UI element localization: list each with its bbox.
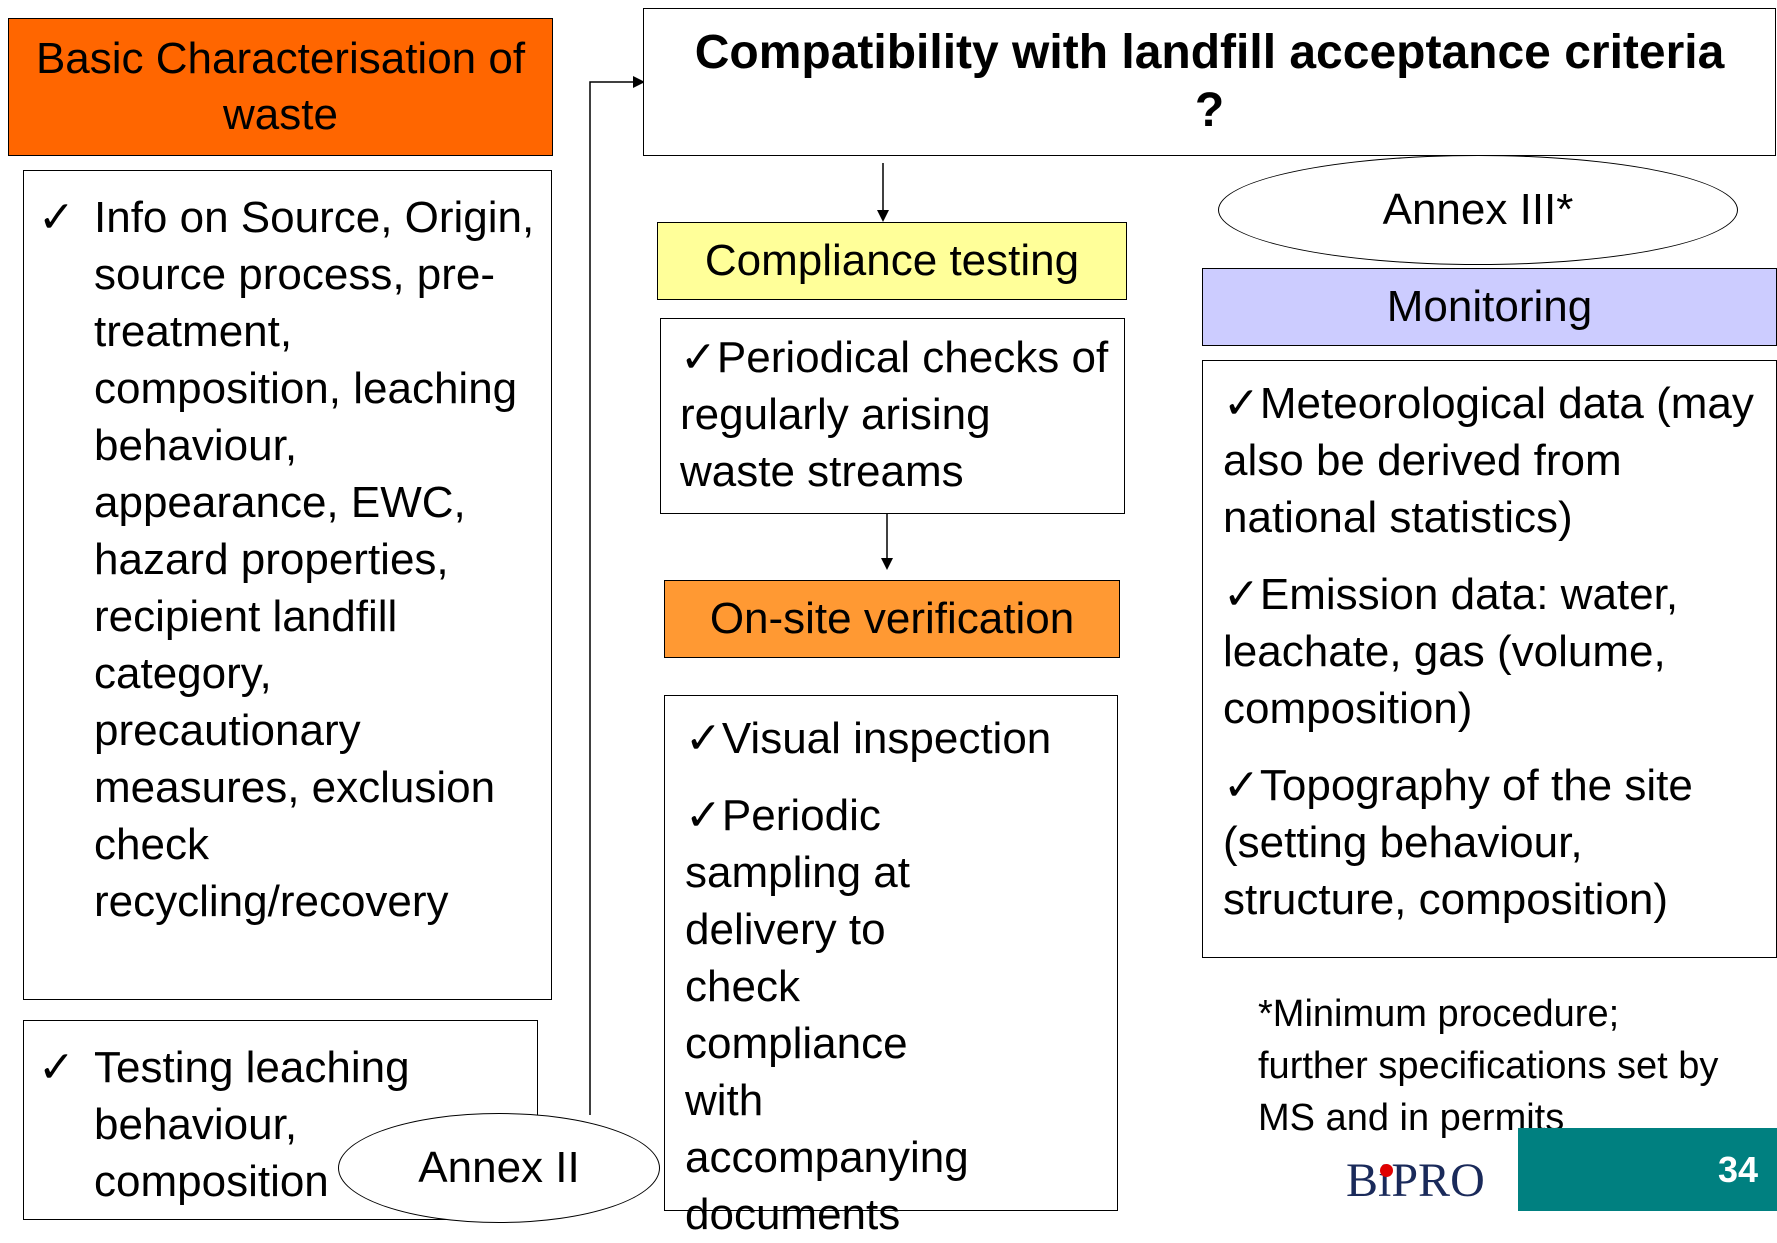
monitoring-box: Monitoring (1202, 268, 1777, 346)
basic-characterisation-title: Basic Characterisation of waste (35, 34, 526, 139)
check-icon: ✓ (685, 791, 722, 840)
annex2-to-compat-arrow (589, 76, 645, 1115)
onsite-item: ✓Periodic sampling at delivery to check … (685, 791, 969, 1239)
logo-dot-icon (1380, 1164, 1393, 1177)
onsite-list-box: ✓Visual inspection ✓Periodic sampling at… (664, 695, 1118, 1239)
compliance-testing-box: Compliance testing (657, 222, 1127, 300)
check-icon: ✓ (1223, 570, 1260, 619)
footnote: *Minimum procedure; further specificatio… (1258, 993, 1719, 1139)
check-icon: ✓ (38, 193, 75, 242)
basic-info-box: ✓ Info on Source, Origin, source process… (23, 170, 552, 1000)
monitoring-title: Monitoring (1386, 282, 1593, 331)
annex-ii-label: Annex II (418, 1143, 580, 1192)
check-icon: ✓ (680, 333, 717, 382)
bipro-logo: BiPRO (1346, 1154, 1485, 1207)
basic-characterisation-box: Basic Characterisation of waste (8, 18, 553, 156)
monitoring-item: ✓Emission data: water, leachate, gas (vo… (1223, 570, 1679, 733)
annex-ii-ellipse: Annex II (338, 1113, 660, 1223)
check-icon: ✓ (1223, 761, 1260, 810)
monitoring-item: ✓Topography of the site (setting behavio… (1223, 761, 1693, 924)
check-icon: ✓ (1223, 379, 1260, 428)
compatibility-box: Compatibility with landfill acceptance c… (643, 8, 1776, 156)
periodical-checks-box: ✓Periodical checks of regularly arising … (660, 318, 1125, 514)
periodical-checks-item: ✓Periodical checks of regularly arising … (680, 333, 1109, 496)
compliance-testing-title: Compliance testing (704, 236, 1080, 285)
annex-iii-label: Annex III* (1382, 185, 1574, 234)
compatibility-title: Compatibility with landfill acceptance c… (694, 26, 1725, 137)
onsite-verification-title: On-site verification (709, 594, 1075, 643)
check-icon: ✓ (38, 1043, 75, 1092)
onsite-item: ✓Visual inspection (685, 714, 1052, 763)
annex-iii-ellipse: Annex III* (1218, 155, 1738, 265)
connector-arrows (589, 76, 893, 1115)
check-icon: ✓ (685, 714, 722, 763)
page-number: 34 (1518, 1128, 1777, 1211)
testing-item: ✓ Testing leaching behaviour, compositio… (38, 1039, 523, 1210)
basic-info-item: ✓ Info on Source, Origin, source process… (38, 189, 537, 930)
monitoring-item: ✓Meteorological data (may also be derive… (1223, 379, 1754, 542)
onsite-verification-box: On-site verification (664, 580, 1120, 658)
monitoring-list-box: ✓Meteorological data (may also be derive… (1202, 360, 1777, 958)
